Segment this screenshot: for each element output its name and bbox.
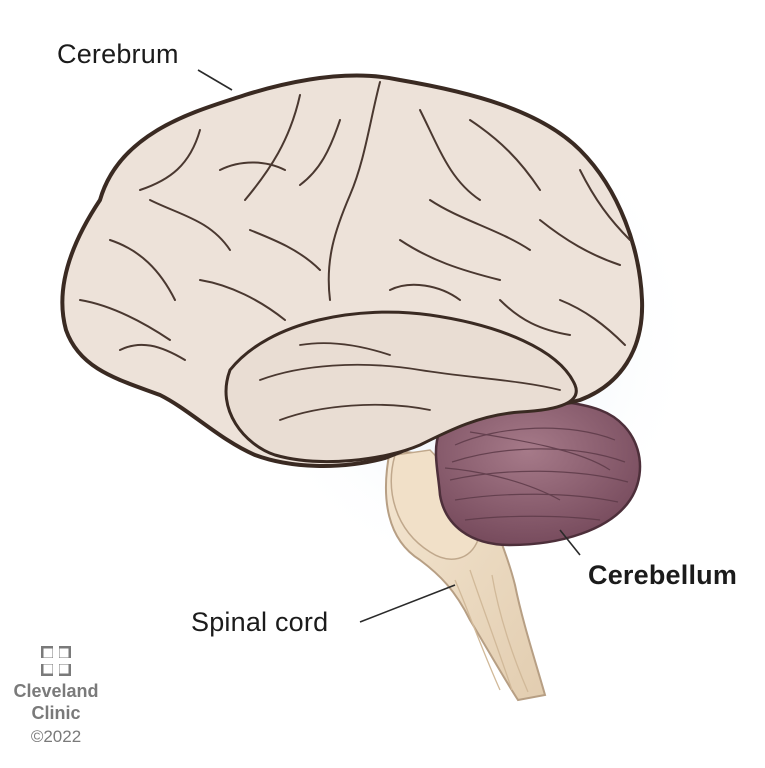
temporal-lobe (224, 310, 578, 463)
temporal-sulci (259, 342, 561, 421)
leader-lines (197, 69, 581, 623)
cerebellum-label: Cerebellum (588, 560, 738, 590)
spinal-cord-label: Spinal cord (191, 607, 329, 637)
cerebellum-leader (559, 529, 581, 556)
cerebrum-sulci (79, 81, 631, 361)
brand-name-line1: Cleveland (13, 681, 99, 701)
cleveland-clinic-cross-logo-icon (41, 646, 71, 676)
brand-name: Cleveland Clinic (8, 680, 104, 724)
cerebellum-folia (444, 427, 629, 521)
brand-name-line2: Clinic (31, 703, 81, 723)
brainstem-lines (454, 569, 529, 693)
cerebrum-leader (197, 69, 233, 91)
copyright: ©2022 (30, 727, 82, 746)
brand-block: Cleveland Clinic ©2022 (8, 646, 104, 748)
cerebrum-label: Cerebrum (57, 39, 179, 69)
spinal-cord-leader (359, 584, 456, 623)
